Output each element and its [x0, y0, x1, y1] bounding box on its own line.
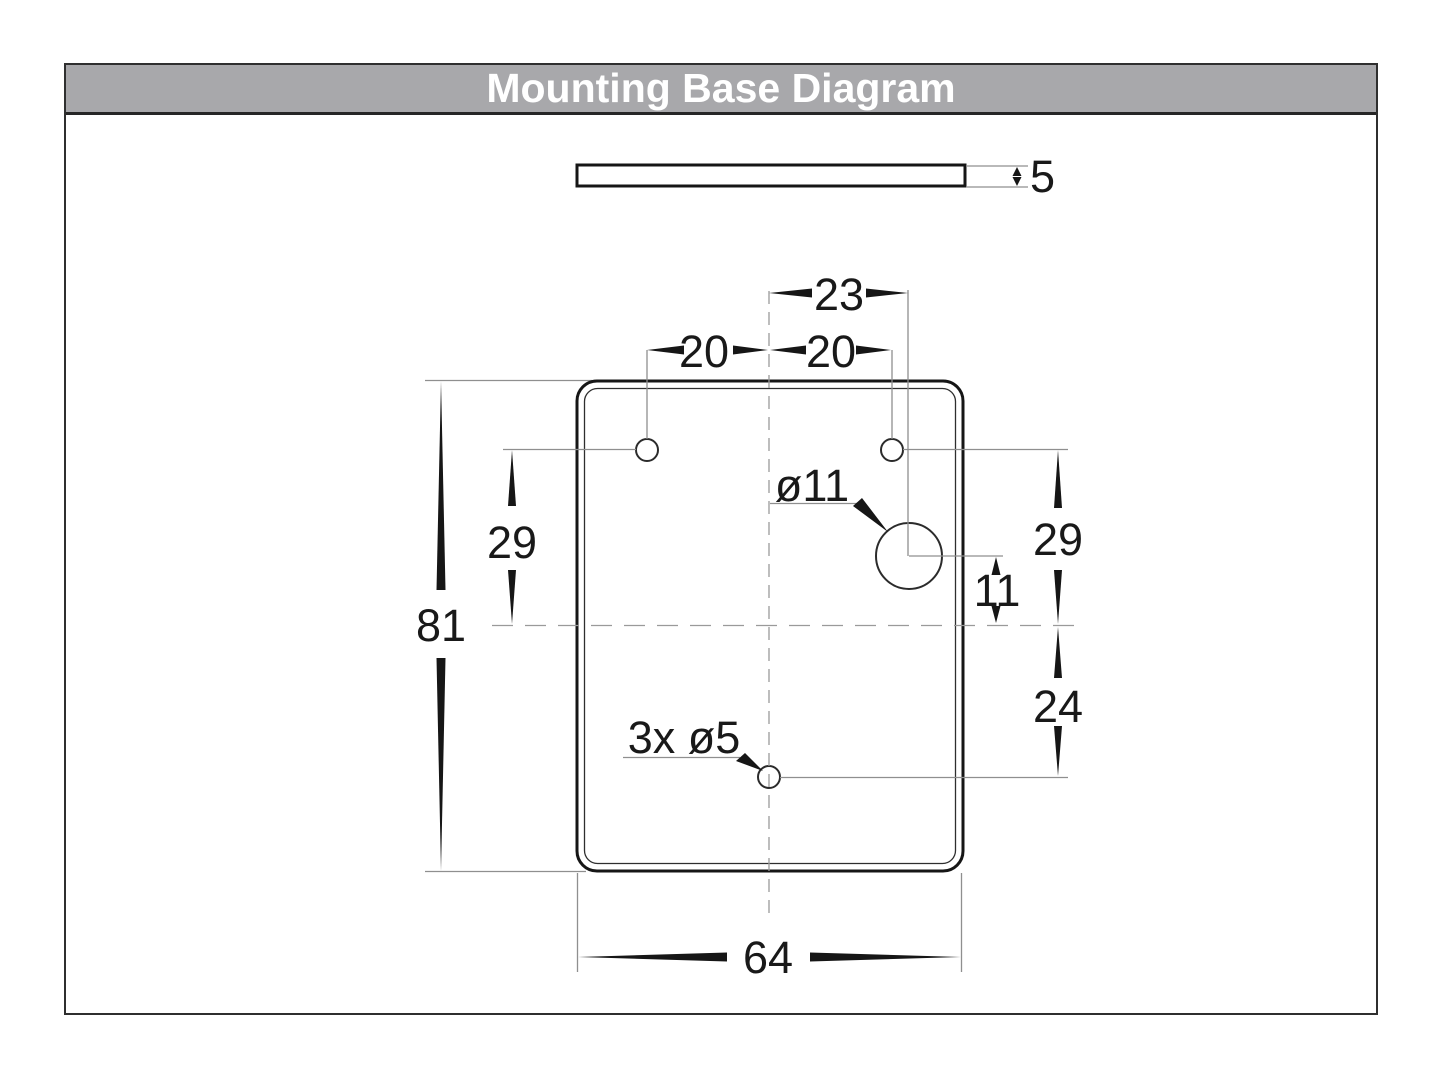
- screw-holes-note-label: 3x ø5: [628, 712, 741, 763]
- dim-81-arrow-up: [436, 381, 446, 590]
- side-view: 5: [575, 151, 1055, 202]
- dim-20-right: 20: [770, 326, 893, 439]
- dim-5-arrow-up: [1012, 167, 1022, 176]
- dim-20-left: 20: [646, 326, 768, 439]
- page-title: Mounting Base Diagram: [486, 65, 956, 111]
- dim-20-right-label: 20: [806, 326, 856, 377]
- dim-11-label: 11: [974, 565, 1021, 616]
- dim-23-arrow-left: [769, 288, 812, 298]
- dim-29-left-arrow-down: [508, 570, 516, 624]
- cable-hole-callout: ø11: [770, 460, 888, 532]
- cable-hole-leader-arrow: [853, 498, 888, 532]
- dim-11-arrow-down: [991, 606, 1001, 623]
- dim-29-right: 29: [903, 448, 1083, 624]
- screw-holes-callout: 3x ø5: [623, 712, 763, 771]
- cable-hole-diameter-label: ø11: [775, 460, 849, 511]
- dim-29-right-label: 29: [1033, 514, 1083, 565]
- dim-24-arrow-up: [1054, 627, 1062, 678]
- dim-24-label: 24: [1033, 681, 1083, 732]
- dim-5-arrow-down: [1012, 177, 1022, 186]
- dim-20-left-arrow-left: [647, 345, 684, 355]
- dim-64-arrow-left: [578, 952, 727, 962]
- dim-23: 23: [769, 269, 909, 556]
- dim-29-left: 29: [487, 448, 636, 624]
- title-bar: Mounting Base Diagram: [66, 65, 1376, 115]
- dim-20-right-arrow-right: [856, 345, 891, 355]
- front-view: [425, 291, 1076, 920]
- dim-81-arrow-down: [436, 658, 446, 871]
- dim-20-left-arrow-right: [733, 345, 768, 355]
- dim-64-label: 64: [743, 932, 793, 983]
- side-view-plate: [575, 163, 967, 188]
- dim-29-left-label: 29: [487, 517, 537, 568]
- dim-64-arrow-right: [810, 952, 961, 962]
- dim-29-left-arrow-up: [508, 450, 516, 506]
- dim-29-right-arrow-down: [1054, 570, 1062, 624]
- dim-81: 81: [416, 381, 466, 871]
- screw-hole-top-left: [635, 438, 659, 462]
- dim-23-label: 23: [814, 269, 864, 320]
- screw-holes-leader-arrow: [736, 753, 763, 771]
- dim-20-left-label: 20: [679, 326, 729, 377]
- dim-24-arrow-down: [1054, 726, 1062, 776]
- dim-24: 24: [780, 627, 1083, 779]
- dim-29-right-arrow-up: [1054, 450, 1062, 508]
- dim-81-label: 81: [416, 600, 466, 651]
- dim-20-right-arrow-left: [770, 345, 806, 355]
- dim-23-arrow-right: [866, 288, 908, 298]
- screw-hole-top-right: [880, 438, 904, 462]
- dim-11-arrow-up: [991, 557, 1001, 575]
- dim-64: 64: [576, 873, 963, 983]
- dim-5-label: 5: [1030, 151, 1055, 202]
- dim-11: 11: [909, 555, 1021, 623]
